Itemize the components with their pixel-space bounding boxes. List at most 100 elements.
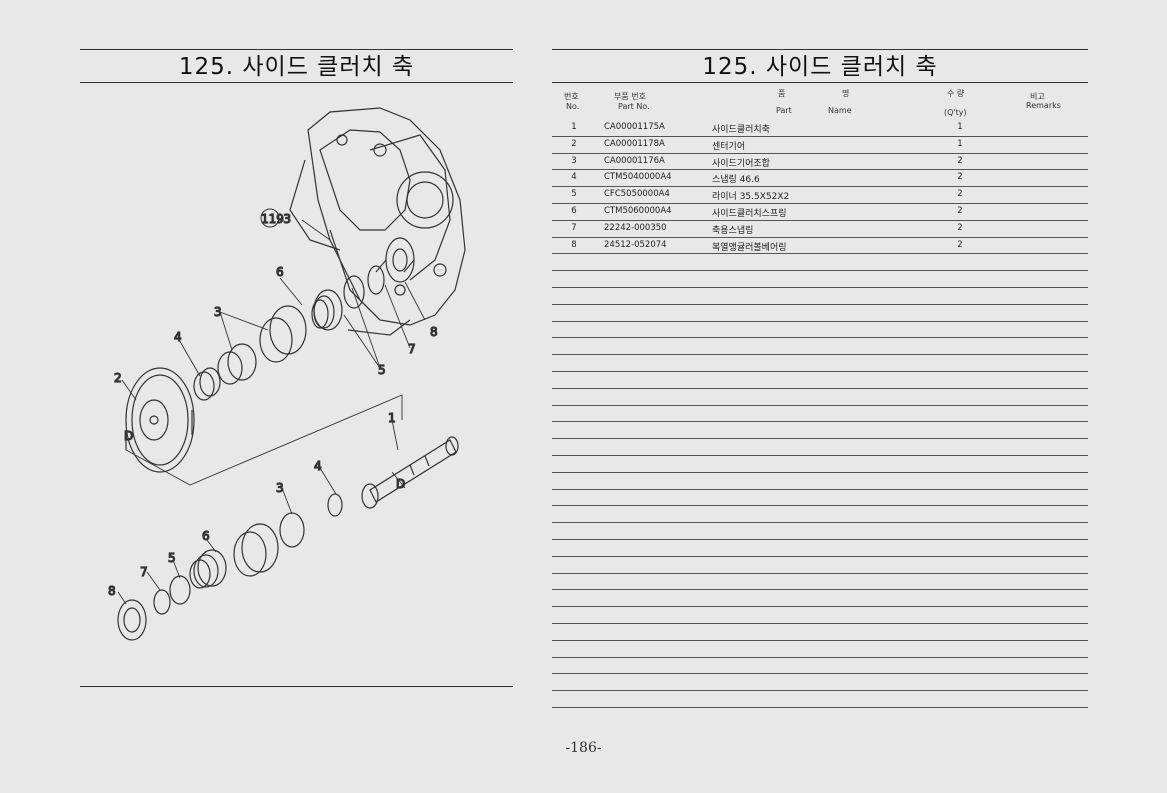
header-name-ko-2: 명 — [842, 89, 850, 98]
title-rule-bottom — [80, 82, 513, 83]
table-row: 6 CTM5060000A4 사이드클러치스프링 2 — [552, 204, 1088, 221]
part-name: 사이드클러치스프링 — [712, 208, 787, 219]
callout-8-top: 8 — [430, 325, 438, 339]
table-row-empty — [552, 674, 1088, 692]
header-qty-ko: 수 량 — [947, 89, 965, 98]
header-name-en-2: Name — [828, 106, 852, 115]
callout-d-gear: D — [124, 429, 133, 443]
header-no-en: No. — [566, 102, 580, 111]
part-quantity: 1 — [957, 122, 963, 132]
part-quantity: 1 — [957, 138, 963, 149]
table-row-empty — [552, 590, 1088, 608]
callout-ref-119-suffix: -3 — [279, 212, 291, 226]
part-number-index: 7 — [571, 222, 577, 233]
table-row-empty — [552, 288, 1088, 305]
part-code: CTM5040000A4 — [604, 172, 672, 183]
table-row: 3 CA00001176A 사이드기어조합 2 — [552, 154, 1088, 171]
part-name: 라이너 35.5X52X2 — [712, 192, 790, 203]
part-name: 사이드기어조합 — [712, 158, 770, 169]
part-code: 24512-052074 — [604, 239, 667, 250]
table-row-empty — [552, 540, 1088, 557]
part-quantity: 2 — [957, 155, 963, 166]
part-number-index: 6 — [571, 205, 577, 216]
callout-4-top: 4 — [174, 330, 182, 344]
table-row-empty — [552, 271, 1088, 288]
callout-d-shaft: D — [396, 477, 405, 491]
header-remarks-en: Remarks — [1026, 101, 1061, 110]
header-no-ko: 번호 — [564, 92, 579, 101]
table-row-empty — [552, 422, 1088, 440]
table-row: 1 CA00001175A 사이드클러치축 1 — [552, 120, 1088, 137]
part-code: CA00001176A — [604, 155, 665, 166]
callout-7-top: 7 — [408, 342, 416, 356]
part-number-index: 1 — [571, 122, 577, 132]
callout-2: 2 — [114, 371, 122, 385]
table-row-empty — [552, 574, 1088, 591]
callout-4-bottom: 4 — [314, 459, 322, 473]
table-row: 2 CA00001178A 센터기어 1 — [552, 137, 1088, 154]
table-row-empty — [552, 490, 1088, 507]
title-rule-top-right — [552, 49, 1088, 50]
table-row-empty — [552, 506, 1088, 524]
table-row: 7 22242-000350 축용스냅링 2 — [552, 221, 1088, 238]
part-code: 22242-000350 — [604, 222, 667, 233]
upper-assembly — [125, 237, 415, 473]
table-row-empty — [552, 372, 1088, 389]
header-name-en-1: Part — [776, 106, 792, 115]
table-row-empty — [552, 624, 1088, 641]
part-quantity: 2 — [957, 172, 963, 183]
lower-assembly — [117, 436, 459, 641]
callout-7-bottom: 7 — [140, 565, 148, 579]
callout-6-bottom: 6 — [202, 529, 210, 543]
table-row-empty — [552, 439, 1088, 456]
table-row: 5 CFC5050000A4 라이너 35.5X52X2 2 — [552, 187, 1088, 204]
callout-6-top: 6 — [276, 265, 284, 279]
page-number: -186- — [565, 740, 602, 756]
part-number-index: 3 — [571, 155, 577, 166]
table-row-empty — [552, 389, 1088, 406]
leader-lines — [117, 219, 426, 605]
housing-drawing — [289, 107, 466, 336]
part-code: CFC5050000A4 — [604, 189, 670, 200]
table-row-empty — [552, 355, 1088, 372]
exploded-parts-diagram: 119 -3 6 3 4 2 D 8 7 5 1 D 4 3 6 5 7 8 — [80, 90, 514, 680]
table-row-empty — [552, 406, 1088, 423]
part-number-index: 4 — [571, 172, 577, 183]
table-row-empty — [552, 607, 1088, 624]
callout-3-bottom: 3 — [276, 481, 284, 495]
header-part-no-en: Part No. — [618, 102, 650, 111]
header-remarks-ko: 비고 — [1030, 92, 1045, 101]
right-page: 125. 사이드 클러치 축 번호 No. 부품 번호 Part No. 품 명… — [540, 0, 1167, 793]
part-code: CTM5060000A4 — [604, 205, 672, 216]
table-row-empty — [552, 641, 1088, 658]
table-row: 8 24512-052074 복열앵귤러볼베어링 2 — [552, 238, 1088, 255]
callout-5-top: 5 — [378, 363, 386, 377]
part-number-index: 8 — [571, 239, 577, 250]
part-name: 복열앵귤러볼베어링 — [712, 242, 787, 253]
part-quantity: 2 — [957, 239, 963, 250]
part-name: 스냅링 46.6 — [712, 175, 760, 186]
part-name: 축용스냅링 — [712, 225, 754, 236]
part-number-index: 2 — [571, 138, 577, 149]
table-row-empty — [552, 523, 1088, 540]
page-title-left: 125. 사이드 클러치 축 — [178, 54, 415, 80]
table-row-empty — [552, 305, 1088, 322]
part-quantity: 2 — [957, 189, 963, 200]
header-part-no-ko: 부품 번호 — [614, 92, 646, 101]
part-name: 사이드클러치축 — [712, 125, 770, 135]
table-row-empty — [552, 322, 1088, 339]
part-code: CA00001178A — [604, 138, 665, 149]
callout-1: 1 — [388, 411, 396, 425]
table-row-empty — [552, 557, 1088, 574]
table-row-empty — [552, 658, 1088, 675]
callout-3-top: 3 — [214, 305, 222, 319]
callout-ref-119: 119 — [261, 212, 284, 226]
part-name: 센터기어 — [712, 141, 746, 152]
table-row-empty — [552, 473, 1088, 490]
table-row-empty — [552, 691, 1088, 708]
left-page: 125. 사이드 클러치 축 — [0, 0, 540, 793]
part-quantity: 2 — [957, 205, 963, 216]
title-rule-top — [80, 49, 513, 50]
callout-8-bottom: 8 — [108, 584, 116, 598]
page-title-right: 125. 사이드 클러치 축 — [702, 54, 938, 80]
